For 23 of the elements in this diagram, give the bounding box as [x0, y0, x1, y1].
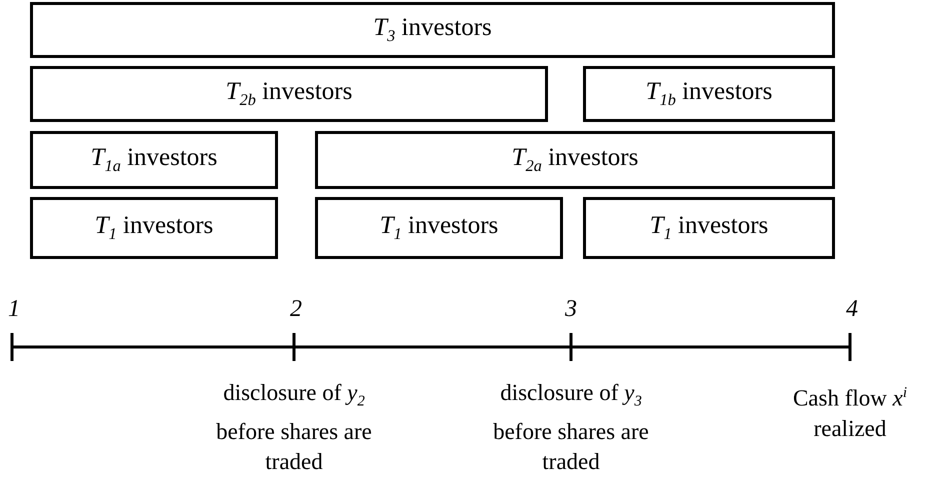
group-label: T$_{1}$ investors [380, 212, 498, 244]
group-label: T$_{1b}$ investors [646, 78, 772, 110]
investor-group-bar [30, 131, 278, 189]
investor-group-bar [583, 66, 835, 122]
investor-group-bar [583, 197, 835, 259]
event-note: disclosure of y$_{2}$ before shares are traded [215, 379, 373, 476]
group-label: T$_{2a}$ investors [512, 144, 638, 176]
group-label: T$_{3}$ investors [373, 14, 492, 46]
group-label: T$_{1}$ investors [94, 212, 214, 244]
investor-group-bar [30, 2, 835, 58]
investor-group-bar [30, 197, 278, 259]
group-label: T$_{1a}$ investors [90, 144, 218, 176]
event-note: disclosure of y$_{3}$ before shares are traded [492, 379, 650, 476]
investor-group-bar [315, 197, 563, 259]
investor-group-bar [30, 66, 548, 122]
time-point-number: 4 [846, 296, 858, 323]
group-label: T$_{1}$ investors [650, 212, 768, 244]
time-point-number: 1 [8, 296, 20, 323]
group-label: T$_{2b}$ investors [226, 78, 352, 110]
time-point-number: 3 [565, 296, 577, 323]
event-note: Cash flow x$^{i}$ realized [792, 384, 908, 443]
time-point-number: 2 [290, 296, 302, 323]
investor-group-bar [315, 131, 835, 189]
